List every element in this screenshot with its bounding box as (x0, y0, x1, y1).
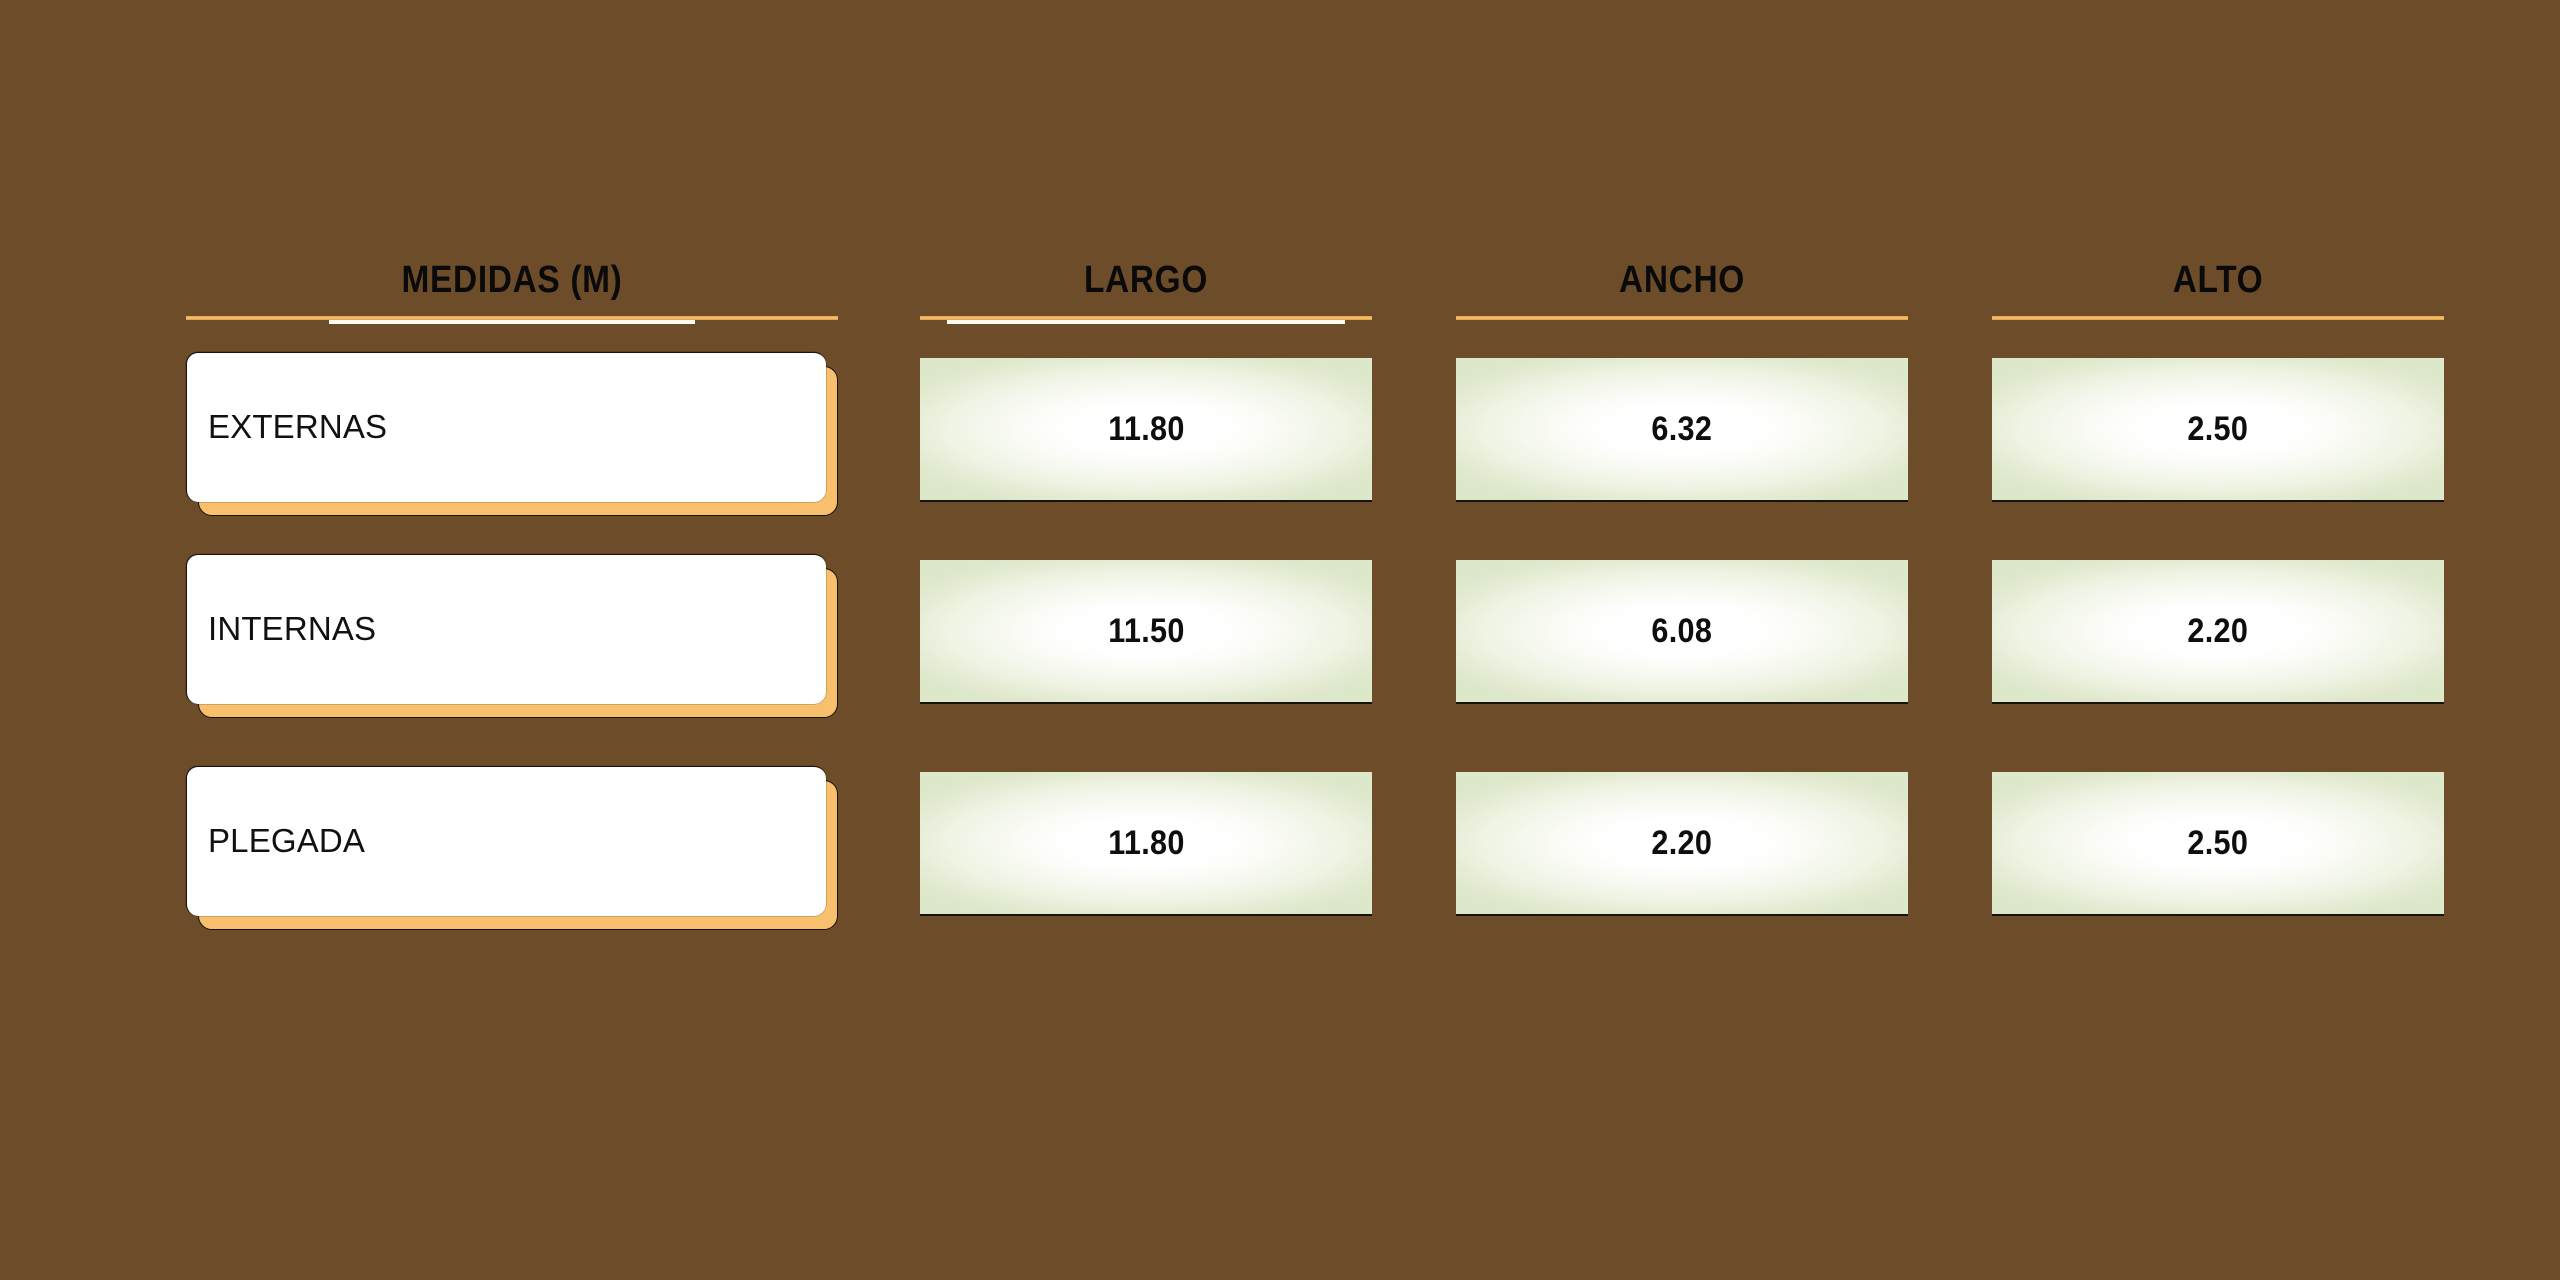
header-rule-orange (920, 316, 1372, 320)
header-rule-orange (186, 316, 838, 320)
header-rule-alto (1992, 316, 2444, 328)
value-text: 6.32 (1651, 409, 1713, 448)
header-rule-white (947, 320, 1345, 324)
column-header-ancho-label: ANCHO (1619, 259, 1745, 301)
row-label-text: INTERNAS (208, 610, 377, 647)
header-rule-largo (920, 316, 1372, 328)
card-face (186, 554, 826, 704)
column-header-medidas-label: MEDIDAS (M) (401, 259, 623, 301)
value-cell-ancho[interactable]: 6.32 (1456, 358, 1908, 502)
value-cell-largo[interactable]: 11.80 (920, 358, 1372, 502)
header-rule-orange (1456, 316, 1908, 320)
value-cell-alto[interactable]: 2.50 (1992, 358, 2444, 502)
value-cell-ancho[interactable]: 2.20 (1456, 772, 1908, 916)
header-rule-white (329, 320, 695, 324)
value-text: 6.08 (1651, 611, 1713, 650)
row-label-card[interactable]: EXTERNAS (186, 352, 838, 516)
column-header-ancho: ANCHO (1456, 258, 1908, 328)
card-face (186, 766, 826, 916)
value-cell-alto[interactable]: 2.20 (1992, 560, 2444, 704)
value-cell-largo[interactable]: 11.50 (920, 560, 1372, 704)
value-cell-ancho[interactable]: 6.08 (1456, 560, 1908, 704)
value-text: 11.80 (1107, 409, 1185, 448)
value-text: 2.50 (2187, 823, 2249, 862)
value-text: 2.50 (2187, 409, 2249, 448)
column-header-alto-label: ALTO (2172, 259, 2264, 301)
column-header-medidas: MEDIDAS (M) (186, 258, 838, 328)
value-text: 11.80 (1107, 823, 1185, 862)
column-header-largo: LARGO (920, 258, 1372, 328)
value-text: 2.20 (1651, 823, 1713, 862)
row-label-text: PLEGADA (208, 822, 366, 859)
header-rule-orange (1992, 316, 2444, 320)
column-header-largo-label: LARGO (1083, 259, 1209, 301)
row-label-text: EXTERNAS (208, 408, 388, 445)
card-face (186, 352, 826, 502)
value-text: 2.20 (2187, 611, 2249, 650)
value-cell-largo[interactable]: 11.80 (920, 772, 1372, 916)
header-rule-ancho (1456, 316, 1908, 328)
row-label-card[interactable]: INTERNAS (186, 554, 838, 718)
header-rule-medidas (186, 316, 838, 328)
value-text: 11.50 (1107, 611, 1185, 650)
row-label-card[interactable]: PLEGADA (186, 766, 838, 930)
column-header-alto: ALTO (1992, 258, 2444, 328)
value-cell-alto[interactable]: 2.50 (1992, 772, 2444, 916)
